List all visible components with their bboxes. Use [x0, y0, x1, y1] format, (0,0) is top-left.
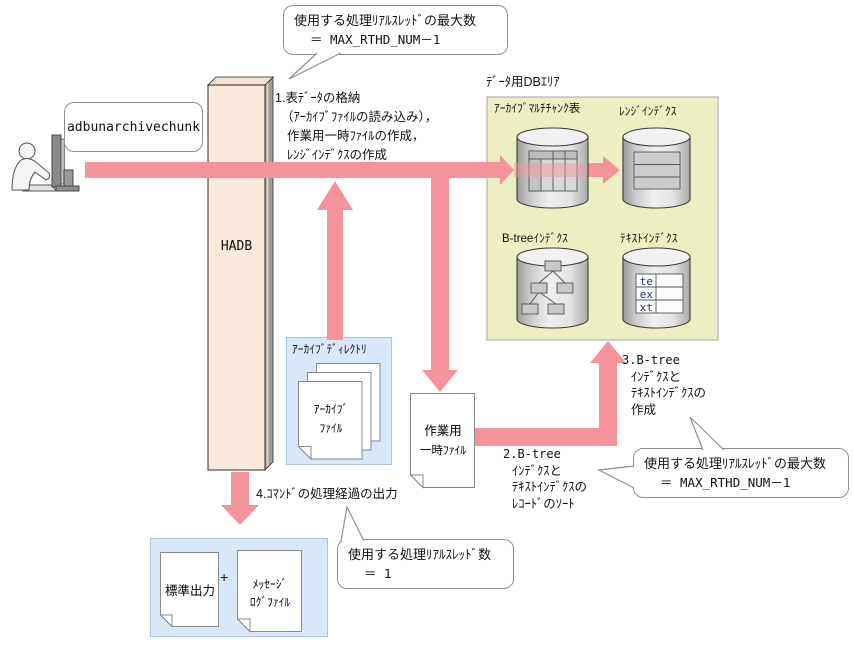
archive-file-label-line2: ﾌｧｲﾙ — [320, 423, 343, 435]
message-log-page — [237, 550, 302, 632]
callout-bottom-line1: 使用する処理ﾘｱﾙｽﾚｯﾄﾞ数 — [348, 547, 492, 562]
work-temp-file-doc: 作業用 一時ﾌｧｲﾙ — [410, 393, 475, 489]
archive-multichunk-table-cylinder — [516, 127, 589, 209]
callout-right-line1: 使用する処理ﾘｱﾙｽﾚｯﾄﾞの最大数 — [644, 456, 827, 471]
callout-max-threads-right: 使用する処理ﾘｱﾙｽﾚｯﾄﾞの最大数 ＝ MAX_RTHD_NUM－1 — [633, 448, 849, 498]
archive-file-label-line1: ｱｰｶｲﾌﾞ — [314, 403, 349, 416]
btree-icon — [521, 260, 574, 315]
step4-text: 4.ｺﾏﾝﾄﾞの処理経過の出力 — [256, 486, 398, 503]
step1-line1: 1.表ﾃﾞｰﾀの格納 — [275, 91, 361, 105]
step2-line3: ﾃｷｽﾄｲﾝﾃﾞｸｽの — [512, 480, 588, 494]
callout-top-line2: ＝ MAX_RTHD_NUM－1 — [310, 32, 441, 47]
step3-text: 3.B-tree ｲﾝﾃﾞｸｽと ﾃｷｽﾄｲﾝﾃﾞｸｽの 作成 — [622, 352, 706, 418]
work-temp-file-page — [410, 393, 475, 488]
monitor-base — [55, 185, 80, 192]
callout-bottom-line2: ＝ 1 — [364, 566, 392, 581]
range-index-icon — [633, 151, 681, 190]
table-icon — [528, 150, 578, 192]
hadb-bar-side — [264, 76, 274, 471]
step4-label: 4.ｺﾏﾝﾄﾞの処理経過の出力 — [256, 487, 398, 501]
step3-line3: ﾃｷｽﾄｲﾝﾃﾞｸｽの — [631, 386, 707, 400]
callout-top-line1: 使用する処理ﾘｱﾙｽﾚｯﾄﾞの最大数 — [294, 13, 477, 28]
hadb-bar-label: HADB — [220, 239, 253, 254]
text-index-label: ﾃｷｽﾄｲﾝﾃﾞｸｽ — [620, 233, 678, 245]
index-build-arrow — [475, 341, 626, 446]
archive-read-arrow — [317, 181, 353, 340]
stdout-fold — [160, 614, 173, 628]
hadb-bar — [207, 76, 274, 471]
callout-max-threads-top: 使用する処理ﾘｱﾙｽﾚｯﾄﾞの最大数 ＝ MAX_RTHD_NUM－1 — [283, 5, 508, 55]
output-arrow — [221, 472, 259, 525]
person-head — [18, 142, 36, 160]
callout-right-top-tail — [689, 416, 725, 451]
monitor-stand — [63, 169, 74, 188]
message-log-doc: ﾒｯｾｰｼﾞ ﾛｸﾞﾌｧｲﾙ — [237, 550, 302, 633]
callout-right-left-tail — [596, 465, 635, 489]
message-log-line1: ﾒｯｾｰｼﾞ — [253, 578, 288, 591]
keyboard-icon — [21, 184, 57, 192]
plus-sign: + — [220, 569, 229, 585]
hadb-bar-front — [207, 84, 266, 471]
step1-line2: （ｱｰｶｲﾌﾞﾌｧｲﾙの読み込み）， — [281, 110, 438, 124]
callout-threads-bottom: 使用する処理ﾘｱﾙｽﾚｯﾄﾞ数 ＝ 1 — [337, 539, 514, 589]
step2-line1: 2.B-tree — [503, 447, 561, 461]
db-area-title: ﾃﾞｰﾀ用DBｴﾘｱ — [486, 75, 560, 89]
db-cylinders: te ex xt — [516, 127, 691, 329]
work-temp-file-line1: 作業用 — [424, 423, 462, 438]
text-index-cell-3: xt — [640, 301, 653, 314]
command-name: adbunarchivechunk — [66, 119, 201, 135]
range-index-cylinder — [622, 127, 691, 209]
text-index-cell-1: te — [640, 275, 653, 288]
arrow-overlay-band — [514, 163, 586, 177]
text-index-cell-2: ex — [640, 288, 654, 301]
work-temp-file-fold — [410, 474, 424, 489]
stdout-doc: 標準出力 — [160, 552, 219, 628]
btree-index-cylinder — [516, 247, 589, 329]
callout-right-line2: ＝ MAX_RTHD_NUM－1 — [660, 475, 791, 490]
archive-multichunk-table-label: ｱｰｶｲﾌﾞﾏﾙﾁﾁｬﾝｸ表 — [494, 103, 581, 115]
text-index-icon: te ex xt — [635, 273, 684, 314]
text-index-cylinder: te ex xt — [622, 247, 691, 329]
monitor-icon — [51, 134, 62, 188]
temp-file-write-arrow — [422, 170, 458, 392]
stdout-label: 標準出力 — [165, 583, 215, 598]
step1-text: 1.表ﾃﾞｰﾀの格納 （ｱｰｶｲﾌﾞﾌｧｲﾙの読み込み）， 作業用一時ﾌｧｲﾙの… — [275, 89, 437, 165]
btree-index-label: B-treeｲﾝﾃﾞｸｽ — [502, 233, 568, 245]
command-name-bubble: adbunarchivechunk — [64, 102, 203, 152]
step2-line4: ﾚｺｰﾄﾞのｿｰﾄ — [512, 496, 575, 511]
archive-directory-box: ｱｰｶｲﾌﾞﾃﾞｨﾚｸﾄﾘ ｱｰｶｲﾌﾞ ﾌｧｲﾙ — [286, 337, 392, 465]
db-area-box — [486, 96, 719, 341]
range-index-store-arrow — [585, 156, 620, 184]
message-log-line2: ﾛｸﾞﾌｧｲﾙ — [250, 596, 290, 609]
step2-line2: ｲﾝﾃﾞｸｽと — [512, 463, 563, 478]
hadb-bar-top — [207, 76, 274, 86]
stdout-page — [160, 552, 219, 627]
archive-directory-title: ｱｰｶｲﾌﾞﾃﾞｨﾚｸﾄﾘ — [292, 344, 367, 356]
step3-line1: 3.B-tree — [622, 353, 680, 367]
output-box: 標準出力 + ﾒｯｾｰｼﾞ ﾛｸﾞﾌｧｲﾙ — [150, 538, 328, 637]
archive-file-front — [298, 381, 363, 460]
step3-line4: 作成 — [631, 402, 657, 417]
step1-line4: ﾚﾝｼﾞｲﾝﾃﾞｸｽの作成 — [287, 148, 388, 162]
work-temp-file-line2: 一時ﾌｧｲﾙ — [420, 444, 466, 457]
message-log-fold — [237, 618, 251, 633]
step2-text: 2.B-tree ｲﾝﾃﾞｸｽと ﾃｷｽﾄｲﾝﾃﾞｸｽの ﾚｺｰﾄﾞのｿｰﾄ — [503, 446, 587, 512]
step1-line3: 作業用一時ﾌｧｲﾙの作成， — [287, 129, 425, 143]
person-body — [11, 158, 51, 191]
range-index-label: ﾚﾝｼﾞｲﾝﾃﾞｸｽ — [619, 106, 677, 118]
callout-bottom-tail — [340, 505, 365, 542]
archive-file-fold — [297, 446, 312, 461]
step3-line2: ｲﾝﾃﾞｸｽと — [631, 369, 682, 384]
callout-top-tail — [288, 52, 342, 80]
archive-files-stack: ｱｰｶｲﾌﾞ ﾌｧｲﾙ — [297, 363, 381, 461]
